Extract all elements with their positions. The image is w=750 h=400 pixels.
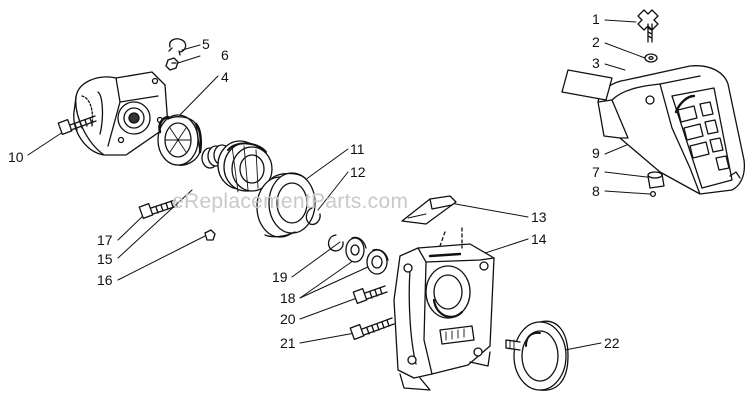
part-number-13: 13 xyxy=(531,209,547,225)
part-number-3: 3 xyxy=(592,55,600,71)
bolt-part-17 xyxy=(138,199,178,219)
clutch-drum-part-22 xyxy=(505,320,569,391)
bolt-part-10 xyxy=(57,115,97,135)
washer-part-2 xyxy=(644,53,658,63)
part-number-10: 10 xyxy=(8,149,24,165)
part-number-20: 20 xyxy=(280,311,296,327)
bolt-part-21 xyxy=(349,317,395,340)
part-number-6: 6 xyxy=(221,47,229,63)
watermark-text: eReplacementParts.com xyxy=(172,190,409,213)
bracket-part-13 xyxy=(401,195,457,225)
part-number-22: 22 xyxy=(604,335,620,351)
nut-part xyxy=(165,57,179,71)
bearing-ring-part-11 xyxy=(256,172,316,238)
clutch-spring-assembly xyxy=(201,140,273,193)
part-number-21: 21 xyxy=(280,335,296,351)
part-number-14: 14 xyxy=(531,231,547,247)
clutch-shoe-part-4 xyxy=(157,114,203,166)
washer-parts-18 xyxy=(345,236,389,275)
knob-screw-part-1 xyxy=(637,9,659,43)
snap-ring-part-19 xyxy=(327,234,344,252)
part-number-7: 7 xyxy=(592,164,600,180)
small-washer-part-8 xyxy=(649,190,657,198)
bolt-part-20 xyxy=(352,285,388,304)
part-number-15: 15 xyxy=(97,251,113,267)
circlip-part-5 xyxy=(168,38,187,56)
label-plate-part-3 xyxy=(561,69,613,101)
leader-lines xyxy=(27,19,659,351)
part-number-16: 16 xyxy=(97,272,113,288)
clutch-housing-part xyxy=(73,71,169,156)
clip-part-16 xyxy=(204,229,216,241)
part-number-4: 4 xyxy=(221,69,229,85)
grommet-part-7 xyxy=(647,171,665,189)
part-number-11: 11 xyxy=(350,141,365,157)
snap-ring-part-12 xyxy=(305,207,321,226)
part-number-1: 1 xyxy=(592,11,600,27)
crankcase-part-14 xyxy=(393,227,495,391)
part-number-2: 2 xyxy=(592,34,600,50)
part-number-9: 9 xyxy=(592,145,600,161)
part-number-18: 18 xyxy=(280,290,296,306)
engine-cover-part-9 xyxy=(597,65,746,195)
part-number-5: 5 xyxy=(202,36,210,52)
part-number-8: 8 xyxy=(592,183,600,199)
part-number-12: 12 xyxy=(350,164,366,180)
part-number-19: 19 xyxy=(272,269,288,285)
part-number-17: 17 xyxy=(97,232,113,248)
